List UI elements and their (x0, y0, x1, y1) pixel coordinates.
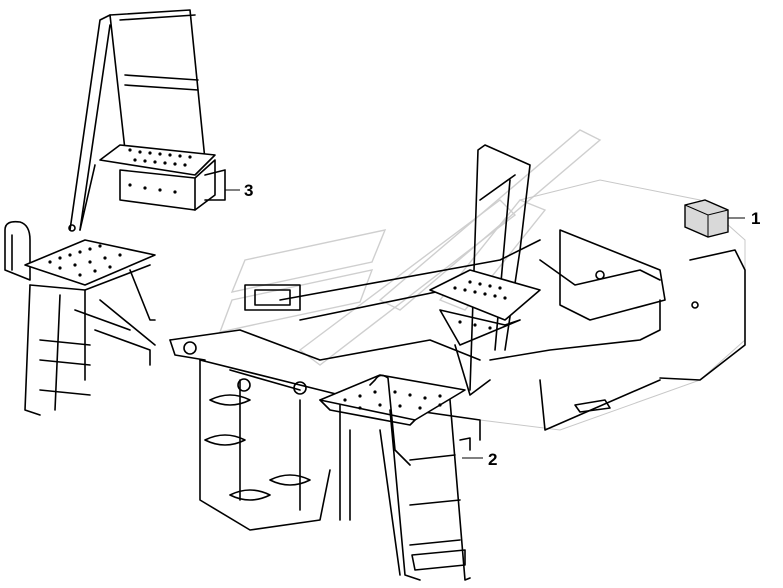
callout-2: 2 (488, 450, 497, 469)
step-perforations (48, 148, 507, 410)
upper-step-platform (68, 9, 240, 232)
main-ladder-platform (319, 144, 541, 581)
label-plate (684, 199, 745, 238)
callout-3: 3 (244, 181, 253, 200)
loader-frame (169, 179, 746, 531)
watermark-logo (218, 129, 602, 366)
callout-1: 1 (751, 209, 760, 228)
